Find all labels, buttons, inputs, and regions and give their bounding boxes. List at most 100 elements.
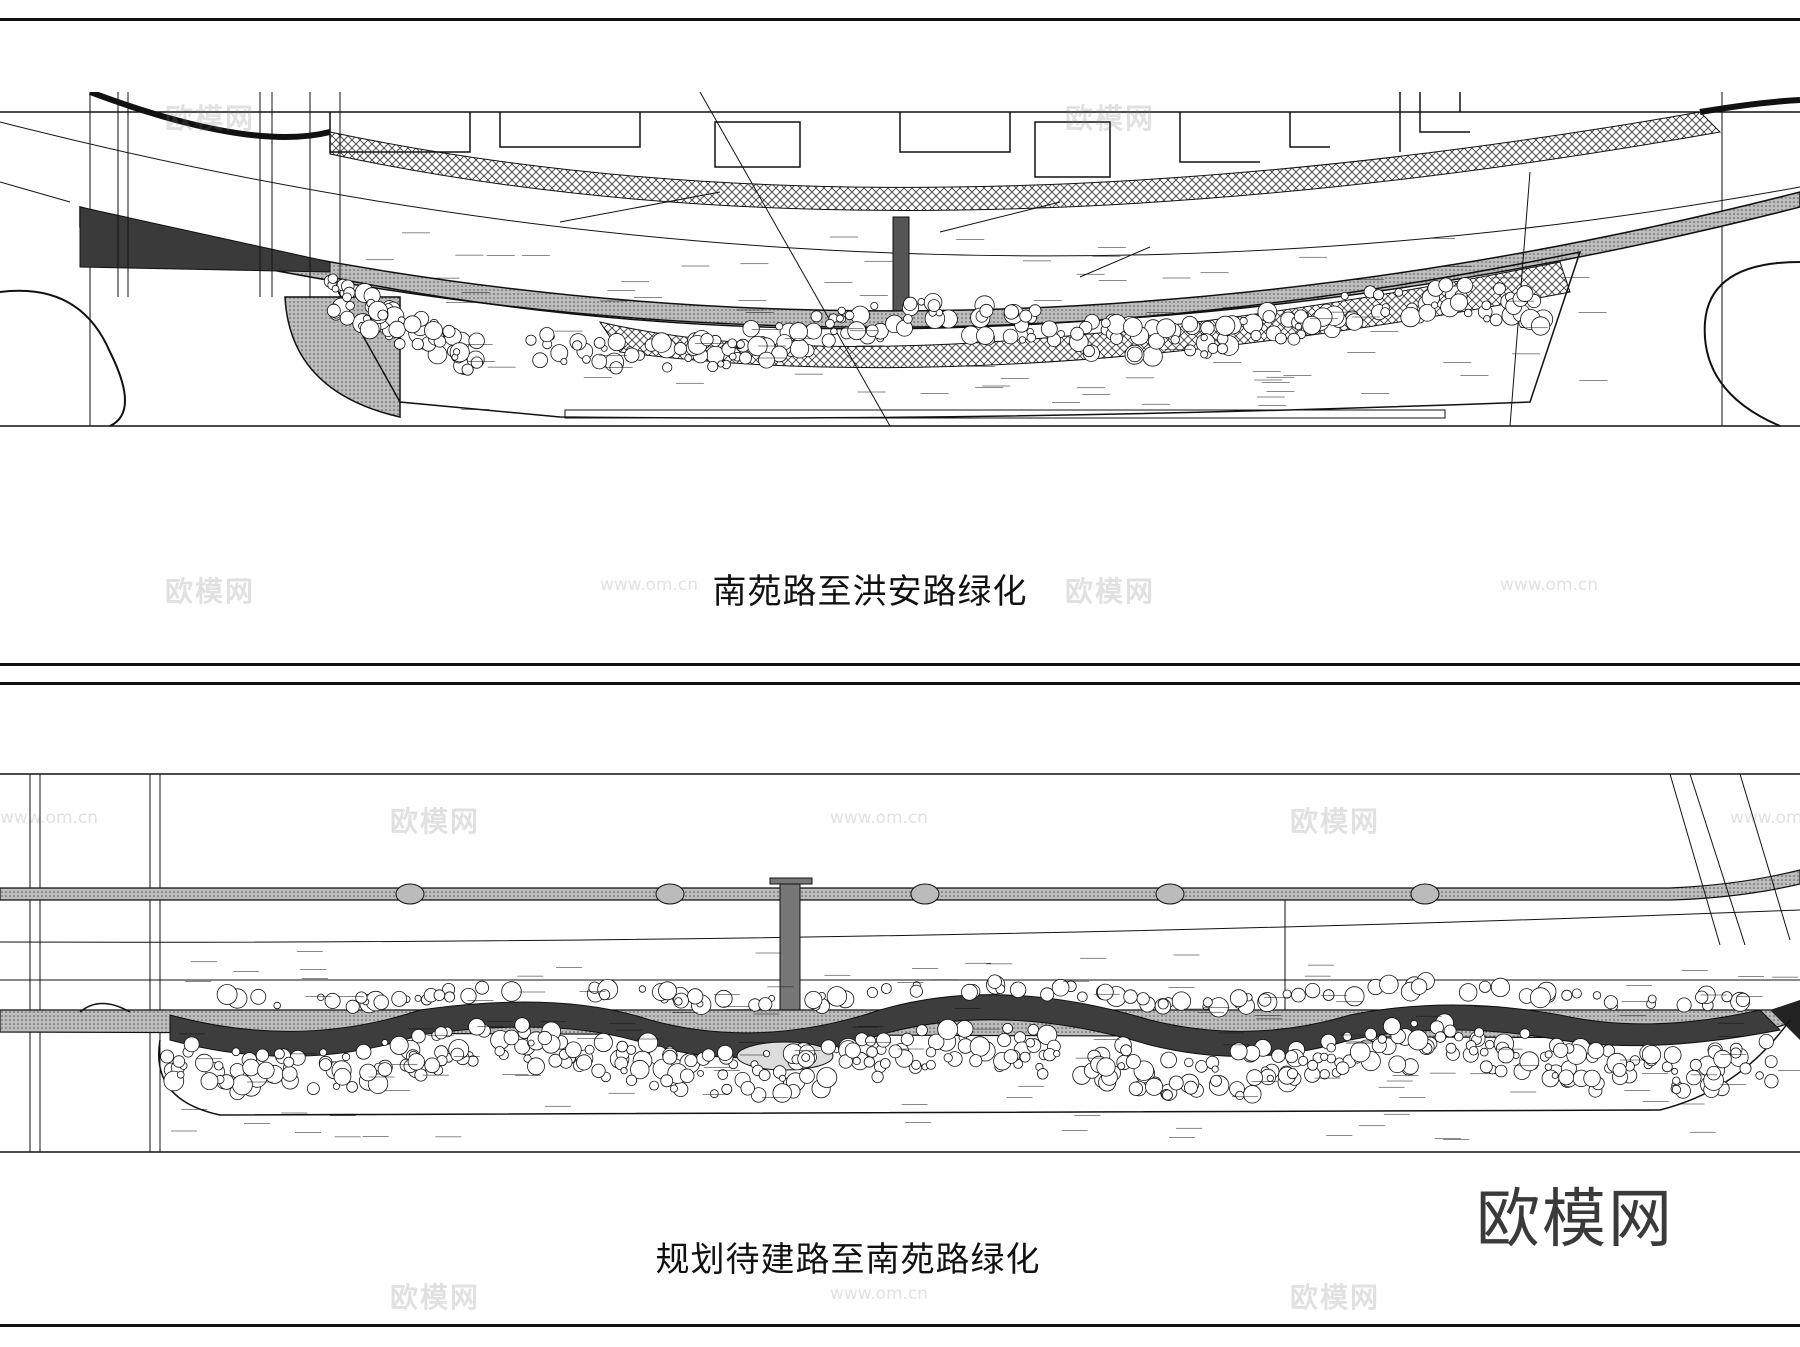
tree-symbol <box>1156 318 1177 339</box>
watermark-brand: 欧模网 <box>390 1281 481 1314</box>
tree-symbol <box>213 1061 224 1071</box>
tree-symbol <box>1262 310 1276 324</box>
tree-symbol <box>1335 1061 1350 1075</box>
tree-pits-road <box>395 883 1440 905</box>
tree-symbol <box>1009 981 1027 999</box>
tree-symbol <box>717 360 725 368</box>
tree-symbol <box>1340 291 1349 300</box>
tree-symbol <box>591 353 608 370</box>
tree-symbol <box>1171 991 1192 1011</box>
tree-symbol <box>1287 332 1301 346</box>
tree-symbol <box>1484 1039 1495 1050</box>
tree-symbol <box>1298 1055 1309 1066</box>
tree-symbol <box>381 1039 389 1046</box>
tree-symbol <box>1587 1042 1605 1060</box>
tree-symbol <box>1489 313 1503 327</box>
planting-bed-bottom <box>158 1019 1791 1116</box>
tree-symbol <box>591 1063 606 1078</box>
tree-symbol <box>1028 304 1042 317</box>
tree-symbol <box>1210 1074 1222 1087</box>
tree-symbol <box>915 1024 928 1037</box>
tree-symbol <box>1275 332 1287 345</box>
tree-symbol <box>565 1041 582 1059</box>
tree-symbol <box>1077 991 1088 1003</box>
tree-symbol <box>176 1070 185 1079</box>
brand-logo: 欧模网 <box>1476 1183 1674 1257</box>
tree-symbol <box>717 1044 734 1061</box>
tree-symbol <box>1342 1031 1352 1041</box>
tree-symbol <box>345 999 360 1014</box>
tree-symbol <box>911 1059 921 1070</box>
tree-symbol <box>1326 1053 1336 1064</box>
tree-symbol <box>1243 1085 1262 1104</box>
tree-symbol <box>1410 978 1428 995</box>
tree-symbol <box>709 1089 719 1099</box>
tree-symbol <box>1013 1031 1027 1044</box>
tree-symbol <box>1125 1054 1141 1070</box>
tree-symbol <box>460 988 477 1005</box>
tree-symbol <box>1345 313 1364 331</box>
tree-symbol <box>1117 1062 1126 1071</box>
tree-symbol <box>826 986 848 1007</box>
caption-top: 南苑路至洪安路绿化 <box>712 572 1028 612</box>
tree-symbol <box>1181 315 1199 333</box>
tree-symbol <box>1123 317 1143 337</box>
tree-symbol <box>844 310 855 321</box>
tree-symbol <box>319 1058 332 1072</box>
tree-symbol <box>1200 333 1208 342</box>
tree-symbol <box>1307 1059 1318 1071</box>
tree-symbol <box>1438 277 1454 293</box>
tree-symbol <box>1676 997 1692 1013</box>
tree-symbol <box>424 321 443 340</box>
tree-symbol <box>758 997 773 1012</box>
tree-symbol <box>1519 1028 1531 1039</box>
tree-symbol <box>1758 1033 1774 1050</box>
tree-symbol <box>407 1053 425 1071</box>
tree-symbol <box>1160 1051 1177 1069</box>
tree-symbol <box>1271 1048 1286 1063</box>
tree-symbol <box>844 1042 861 1059</box>
tree-symbol <box>626 1044 637 1055</box>
tree-symbol <box>1445 1042 1457 1054</box>
tree-symbol <box>1025 1037 1036 1048</box>
tree-symbol <box>888 1044 903 1059</box>
tree-symbol <box>1764 1055 1778 1069</box>
tree-symbol <box>937 1018 959 1040</box>
tree-symbol <box>442 324 456 338</box>
tree-symbol <box>1320 1052 1329 1061</box>
tree-symbol <box>779 1074 787 1082</box>
tree-symbol <box>1344 986 1365 1007</box>
tree-symbol <box>903 314 913 324</box>
tree-symbol <box>825 318 835 329</box>
tree-symbol <box>865 1035 877 1047</box>
tree-symbol <box>324 992 341 1009</box>
tree-symbol <box>620 1067 628 1075</box>
tree-symbol <box>326 303 341 318</box>
tree-symbol <box>1400 307 1421 328</box>
tree-symbol <box>1229 1042 1248 1061</box>
tree-symbol <box>1394 288 1404 297</box>
tree-symbol <box>673 342 688 356</box>
tree-symbol <box>684 1054 698 1068</box>
tree-symbol <box>799 1068 815 1084</box>
plant-labels-bottom <box>171 951 1800 1140</box>
watermark-url: www.om.cn <box>830 1284 929 1304</box>
tree-symbol <box>1519 1051 1540 1072</box>
tree-symbol <box>925 1047 937 1058</box>
tree-symbol <box>470 356 483 369</box>
tree-symbol <box>1027 1023 1040 1036</box>
tree-symbol <box>306 1082 320 1096</box>
tree-symbol <box>1037 1024 1058 1045</box>
tree-symbol <box>662 362 673 373</box>
tree-symbol <box>721 1083 733 1095</box>
tree-symbol <box>327 273 339 284</box>
tree-symbol <box>539 327 555 343</box>
tree-symbol <box>821 333 836 348</box>
tree-symbol <box>1258 993 1272 1007</box>
tree-symbol <box>1235 1090 1245 1100</box>
tree-symbol <box>1730 1047 1742 1059</box>
tree-symbol <box>969 1054 983 1068</box>
tree-symbol <box>1456 277 1474 294</box>
tree-symbol <box>876 1032 892 1048</box>
tree-symbol <box>838 1054 853 1069</box>
